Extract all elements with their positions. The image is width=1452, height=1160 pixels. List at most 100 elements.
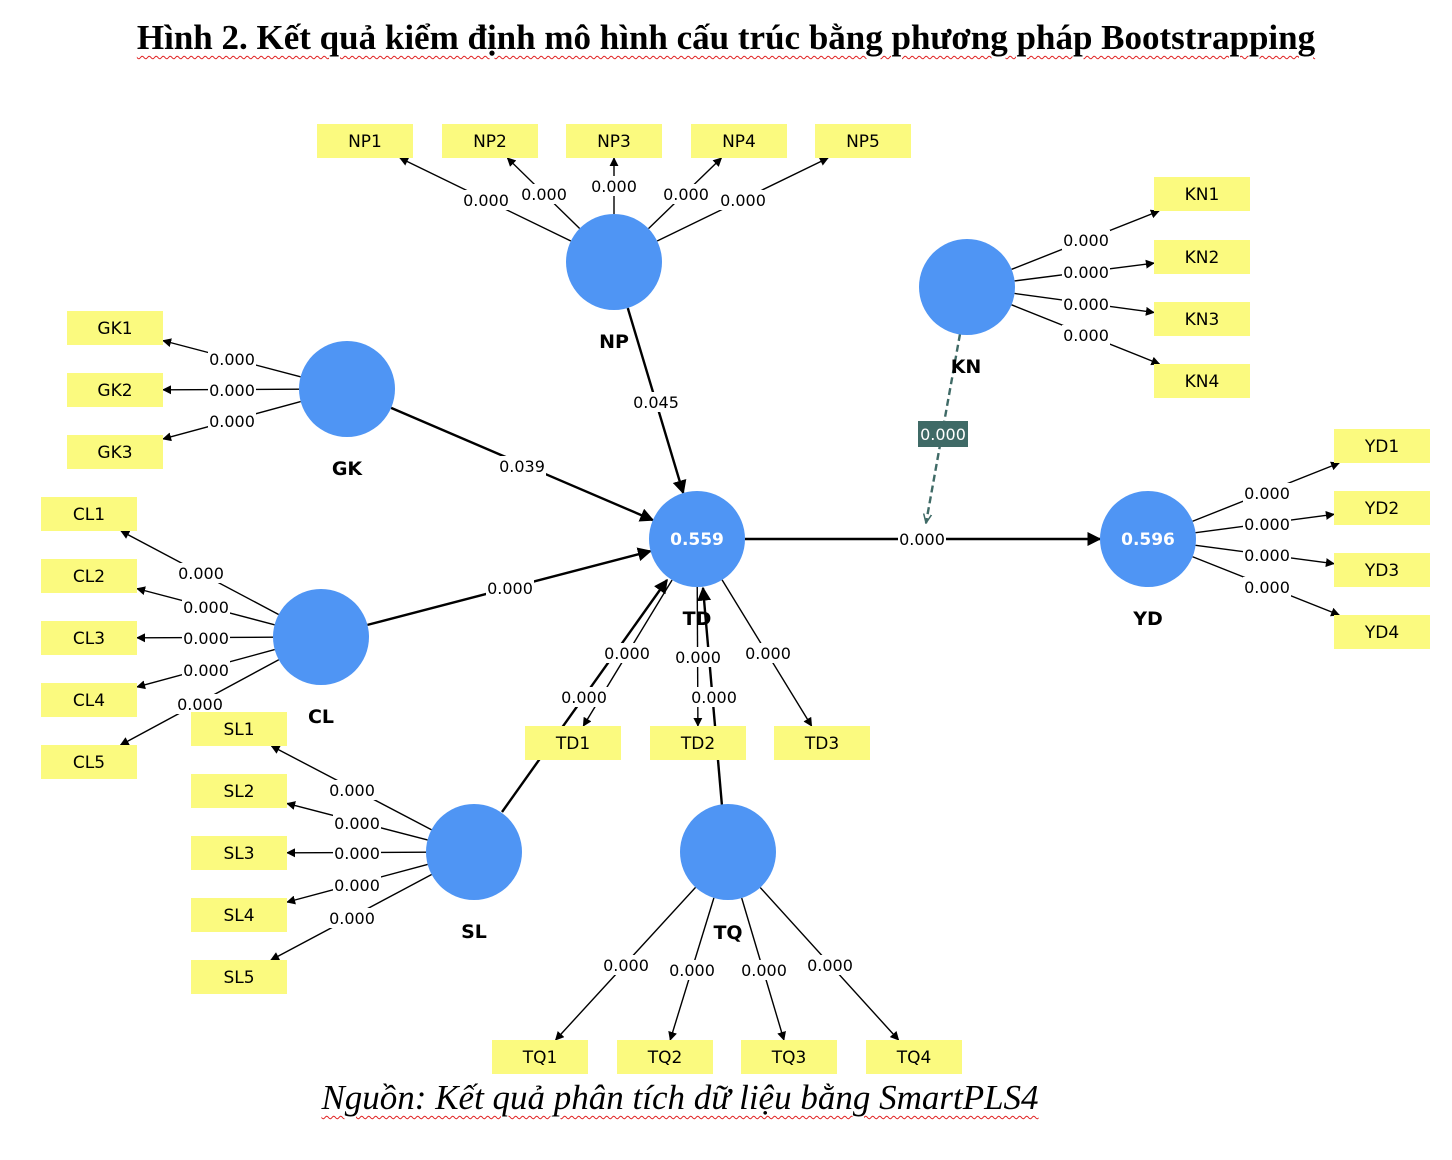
indicator-td1[interactable]: TD1 <box>525 726 621 760</box>
path-pvalue-td-yd: 0.000 <box>899 530 945 549</box>
indicator-box[interactable] <box>41 621 137 655</box>
indicator-label: YD3 <box>1364 561 1399 581</box>
indicator-label: SL5 <box>223 968 254 988</box>
indicator-kn4[interactable]: KN4 <box>1154 364 1250 398</box>
latent-sl[interactable]: SL <box>426 804 522 943</box>
indicator-box[interactable] <box>41 745 137 779</box>
indicator-box[interactable] <box>41 683 137 717</box>
indicator-box[interactable] <box>525 726 621 760</box>
loading-pvalue-cl3-bg <box>182 628 230 648</box>
indicator-np1[interactable]: NP1 <box>317 124 413 158</box>
indicator-sl3[interactable]: SL3 <box>191 836 287 870</box>
indicator-gk2[interactable]: GK2 <box>67 373 163 407</box>
indicator-box[interactable] <box>774 726 870 760</box>
latent-label: TD <box>683 608 712 630</box>
latent-circle[interactable] <box>1100 491 1196 587</box>
indicator-np4[interactable]: NP4 <box>691 124 787 158</box>
loading-pvalue-np1: 0.000 <box>463 191 509 210</box>
indicator-box[interactable] <box>815 124 911 158</box>
indicator-box[interactable] <box>191 712 287 746</box>
indicator-box[interactable] <box>67 311 163 345</box>
indicator-box[interactable] <box>691 124 787 158</box>
indicator-gk3[interactable]: GK3 <box>67 435 163 469</box>
loading-pvalue-td1: 0.000 <box>604 644 650 663</box>
indicator-box[interactable] <box>67 373 163 407</box>
indicator-td2[interactable]: TD2 <box>650 726 746 760</box>
latent-circle[interactable] <box>680 804 776 900</box>
indicator-tq1[interactable]: TQ1 <box>492 1040 588 1074</box>
indicator-box[interactable] <box>741 1040 837 1074</box>
indicator-td3[interactable]: TD3 <box>774 726 870 760</box>
loading-pvalue-yd4-bg <box>1243 577 1291 597</box>
indicator-box[interactable] <box>191 836 287 870</box>
indicator-kn2[interactable]: KN2 <box>1154 240 1250 274</box>
indicator-box[interactable] <box>566 124 662 158</box>
indicator-yd3[interactable]: YD3 <box>1334 553 1430 587</box>
latent-cl[interactable]: CL <box>273 589 369 728</box>
latent-circle[interactable] <box>273 589 369 685</box>
indicator-cl5[interactable]: CL5 <box>41 745 137 779</box>
latent-label: CL <box>308 706 334 728</box>
indicator-box[interactable] <box>191 898 287 932</box>
indicator-cl1[interactable]: CL1 <box>41 497 137 531</box>
latent-circle[interactable] <box>426 804 522 900</box>
indicator-gk1[interactable]: GK1 <box>67 311 163 345</box>
indicator-sl2[interactable]: SL2 <box>191 774 287 808</box>
indicator-cl2[interactable]: CL2 <box>41 559 137 593</box>
indicator-sl4[interactable]: SL4 <box>191 898 287 932</box>
indicator-label: KN3 <box>1185 310 1220 330</box>
latent-np[interactable]: NP <box>566 214 662 353</box>
indicator-box[interactable] <box>1334 615 1430 649</box>
indicator-box[interactable] <box>317 124 413 158</box>
indicator-box[interactable] <box>492 1040 588 1074</box>
indicator-box[interactable] <box>866 1040 962 1074</box>
indicator-box[interactable] <box>650 726 746 760</box>
indicator-label: CL1 <box>73 505 105 525</box>
loading-pvalue-cl3: 0.000 <box>183 629 229 648</box>
loading-pvalue-gk2: 0.000 <box>209 381 255 400</box>
indicator-box[interactable] <box>67 435 163 469</box>
indicator-tq4[interactable]: TQ4 <box>866 1040 962 1074</box>
indicator-box[interactable] <box>1154 177 1250 211</box>
indicator-label: YD4 <box>1364 623 1399 643</box>
indicator-kn3[interactable]: KN3 <box>1154 302 1250 336</box>
indicator-np5[interactable]: NP5 <box>815 124 911 158</box>
indicator-yd1[interactable]: YD1 <box>1334 429 1430 463</box>
r-squared-value: 0.596 <box>1121 530 1175 550</box>
indicator-yd4[interactable]: YD4 <box>1334 615 1430 649</box>
latent-circle[interactable] <box>649 491 745 587</box>
indicator-box[interactable] <box>1154 302 1250 336</box>
indicator-box[interactable] <box>1154 240 1250 274</box>
indicator-kn1[interactable]: KN1 <box>1154 177 1250 211</box>
latent-gk[interactable]: GK <box>299 341 395 480</box>
latent-kn[interactable]: KN <box>919 239 1015 378</box>
indicator-box[interactable] <box>191 774 287 808</box>
loading-pvalue-kn2: 0.000 <box>1063 263 1109 282</box>
latent-tq[interactable]: TQ <box>680 804 776 944</box>
indicator-box[interactable] <box>1334 553 1430 587</box>
indicator-box[interactable] <box>41 559 137 593</box>
indicator-box[interactable] <box>442 124 538 158</box>
indicator-cl3[interactable]: CL3 <box>41 621 137 655</box>
indicator-box[interactable] <box>41 497 137 531</box>
indicator-label: SL3 <box>223 844 254 864</box>
indicator-sl5[interactable]: SL5 <box>191 960 287 994</box>
indicator-cl4[interactable]: CL4 <box>41 683 137 717</box>
indicator-box[interactable] <box>1334 491 1430 525</box>
indicator-np3[interactable]: NP3 <box>566 124 662 158</box>
indicator-box[interactable] <box>617 1040 713 1074</box>
indicator-yd2[interactable]: YD2 <box>1334 491 1430 525</box>
indicator-box[interactable] <box>1334 429 1430 463</box>
latent-circle[interactable] <box>919 239 1015 335</box>
indicator-np2[interactable]: NP2 <box>442 124 538 158</box>
indicator-box[interactable] <box>1154 364 1250 398</box>
indicator-box[interactable] <box>191 960 287 994</box>
indicator-tq3[interactable]: TQ3 <box>741 1040 837 1074</box>
indicator-tq2[interactable]: TQ2 <box>617 1040 713 1074</box>
latent-circle[interactable] <box>566 214 662 310</box>
indicator-label: KN1 <box>1185 185 1220 205</box>
indicator-sl1[interactable]: SL1 <box>191 712 287 746</box>
latent-circle[interactable] <box>299 341 395 437</box>
